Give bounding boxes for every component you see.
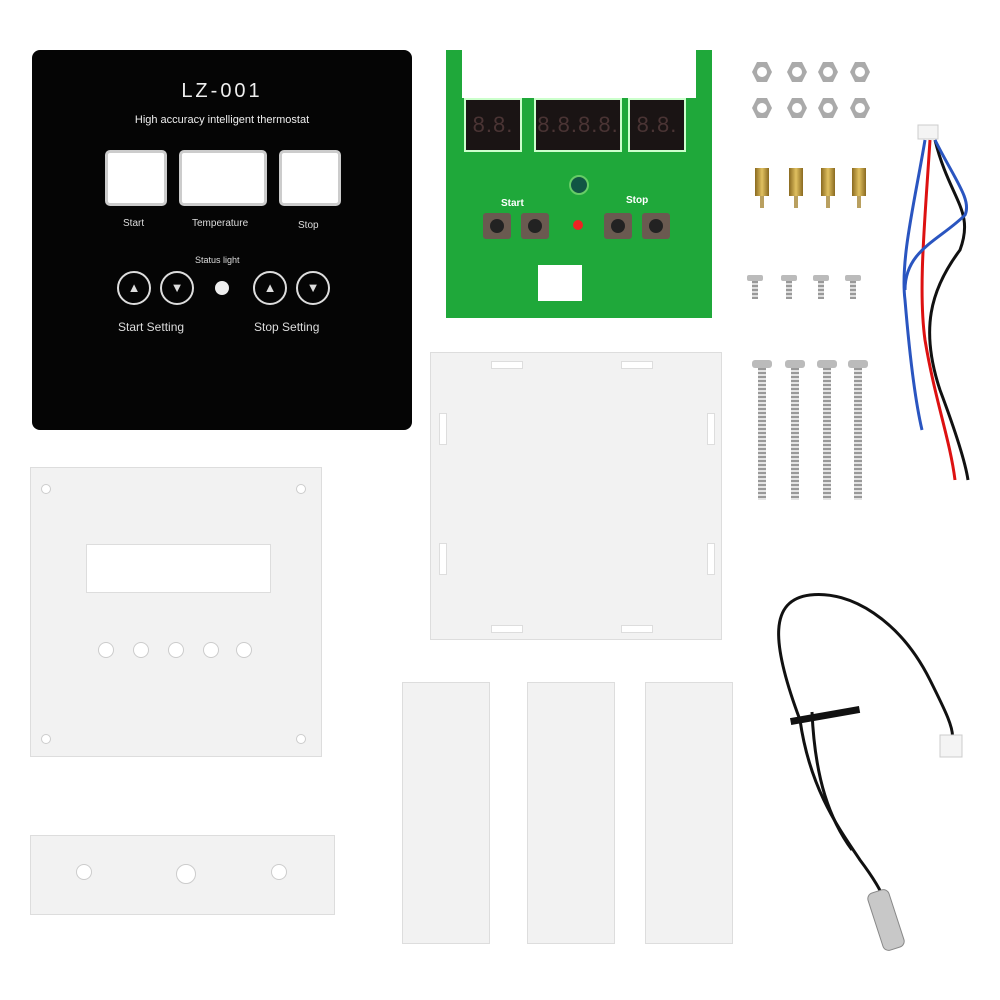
stop-label: Stop <box>298 220 319 231</box>
start-label: Start <box>123 218 145 229</box>
buzzer <box>569 175 589 195</box>
start-up-button[interactable]: ▲ <box>117 271 151 305</box>
side-acrylic-piece <box>527 682 615 944</box>
start-display: 8.8. <box>464 98 522 152</box>
start-down-switch[interactable] <box>521 213 549 239</box>
start-up-switch[interactable] <box>483 213 511 239</box>
side-acrylic-piece <box>645 682 733 944</box>
stop-down-button[interactable]: ▼ <box>296 271 330 305</box>
temperature-display-window <box>179 150 267 206</box>
front-acrylic-plate <box>30 467 322 757</box>
temperature-label: Temperature <box>192 218 249 229</box>
temperature-display: 8.8.8.8. <box>534 98 622 152</box>
stop-up-button[interactable]: ▲ <box>253 271 287 305</box>
model-title: LZ-001 <box>181 80 263 102</box>
front-panel-sticker: LZ-001 High accuracy intelligent thermos… <box>32 50 412 430</box>
status-led <box>573 220 583 230</box>
start-setting-label: Start Setting <box>118 320 185 334</box>
thermostat-pcb: 8.8. 8.8.8.8. 8.8. Start Stop <box>446 50 712 318</box>
pcb-start-label: Start <box>501 198 524 209</box>
stop-setting-label: Stop Setting <box>254 320 320 334</box>
bottom-acrylic-strip <box>30 835 335 915</box>
pcb-stop-label: Stop <box>626 195 649 206</box>
stop-display-window <box>279 150 341 206</box>
status-light-label: Status light <box>195 255 240 265</box>
temperature-probe <box>777 592 963 951</box>
panel-subtitle: High accuracy intelligent thermostat <box>134 114 310 126</box>
stop-down-switch[interactable] <box>642 213 670 239</box>
stop-display: 8.8. <box>628 98 686 152</box>
start-display-window <box>105 150 167 206</box>
back-acrylic-plate <box>430 352 722 640</box>
status-light-icon <box>215 281 229 295</box>
pcb-cutout <box>538 265 582 301</box>
stop-up-switch[interactable] <box>604 213 632 239</box>
start-down-button[interactable]: ▼ <box>160 271 194 305</box>
power-wire <box>902 124 970 481</box>
side-acrylic-piece <box>402 682 490 944</box>
